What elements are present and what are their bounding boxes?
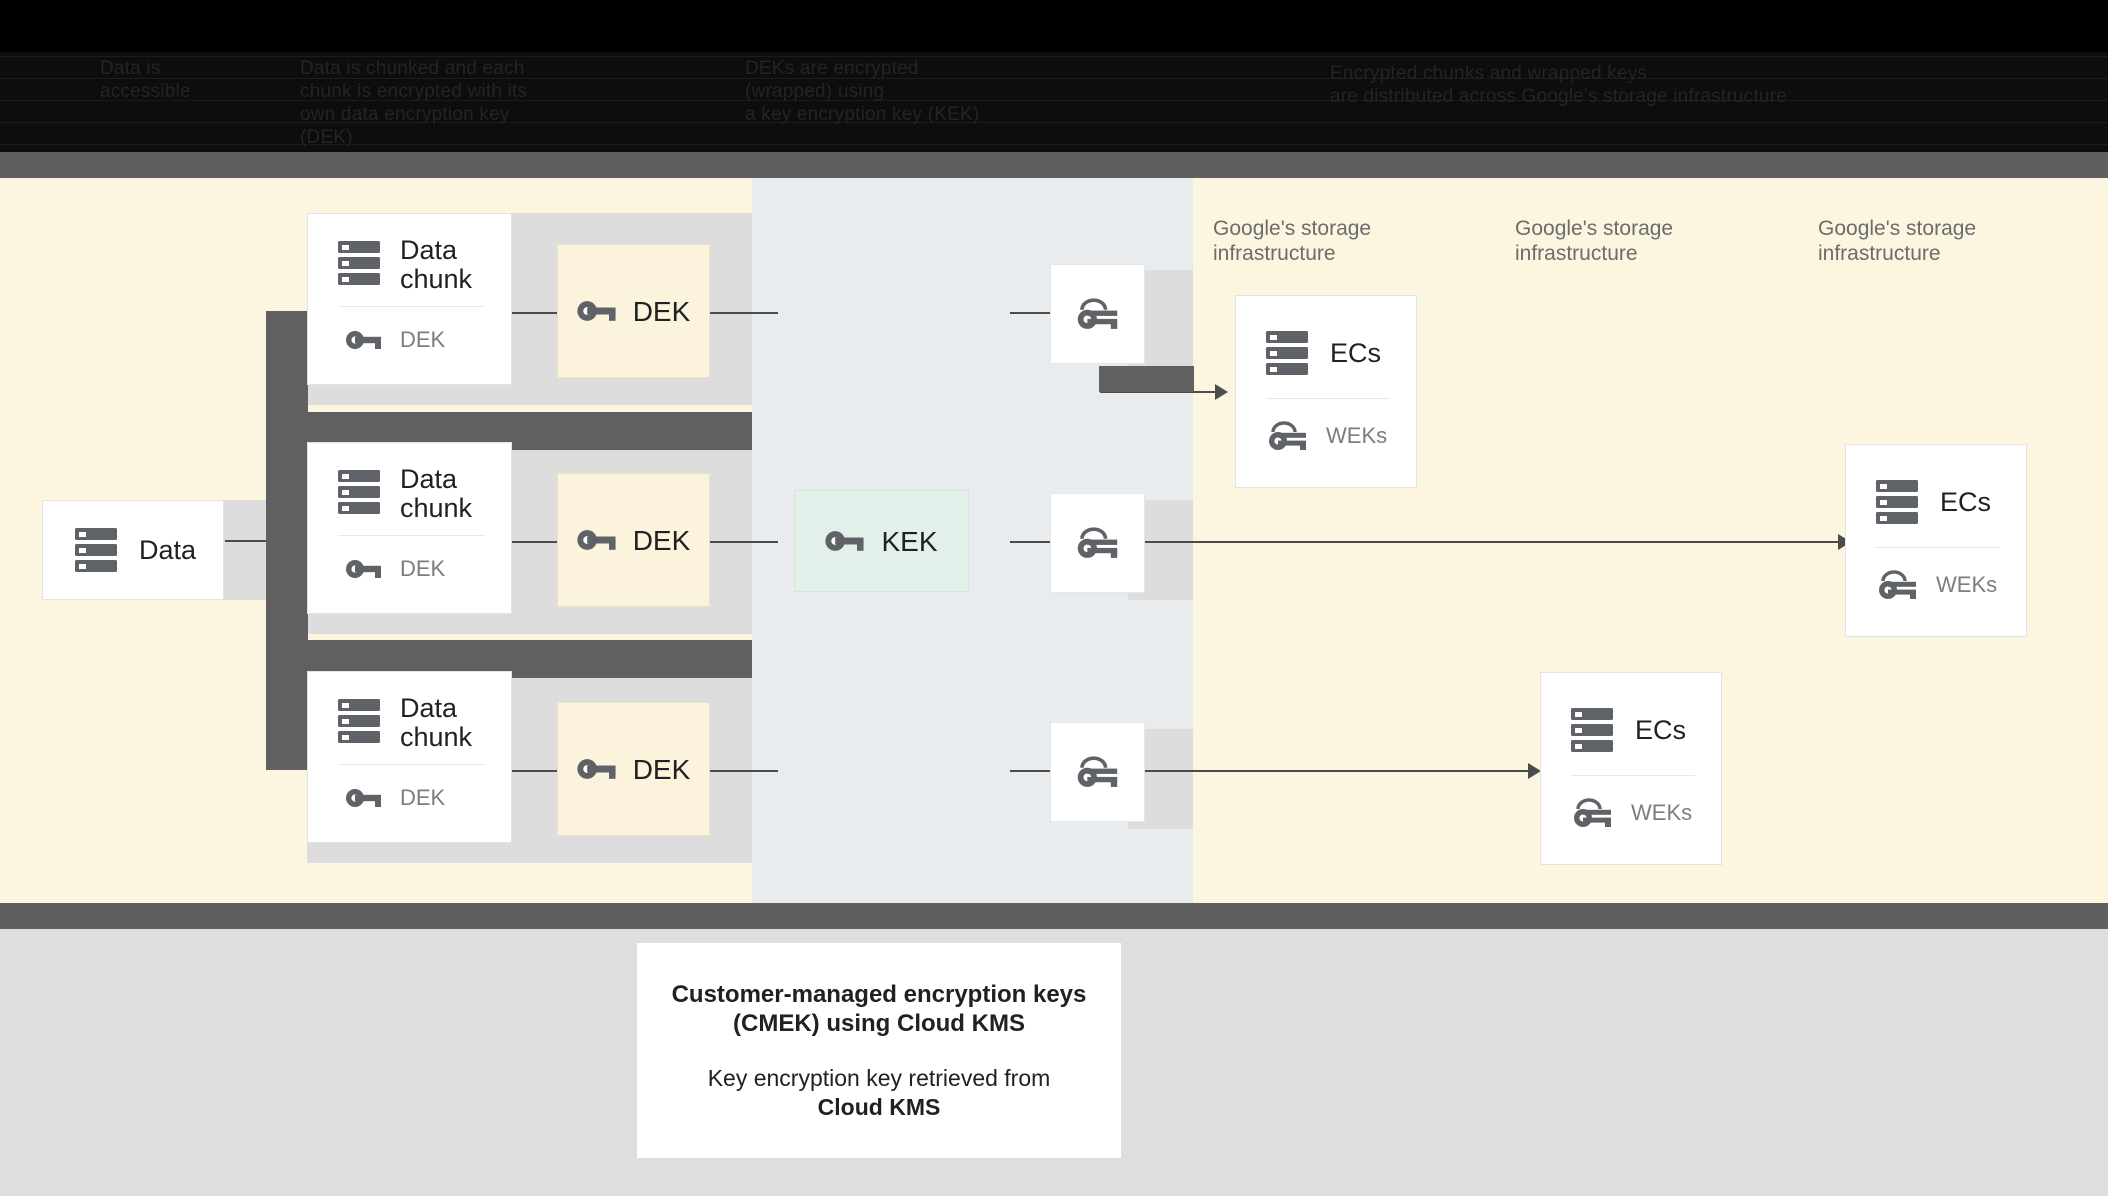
ecs-key-label: WEKs	[1936, 572, 1998, 597]
kek-box[interactable]: KEK	[794, 490, 969, 592]
wire-wek2-to-ecs3	[1128, 541, 1838, 543]
chunk-title: Data chunk	[400, 693, 473, 752]
arrow-ecs2	[1528, 763, 1541, 779]
footer-divider-bar	[0, 903, 2108, 929]
header-text-data-accessible: Data is accessible	[100, 58, 191, 102]
wrapped-key-icon	[1077, 298, 1117, 329]
chunk-key-label: DEK	[400, 785, 446, 810]
source-data-label: Data	[139, 534, 197, 565]
wire-kek-to-wek2	[1010, 541, 1058, 543]
storage-label-2: Google's storage infrastructure	[1515, 217, 1674, 265]
wrapped-key-card-3[interactable]	[1050, 722, 1145, 822]
caption-subtitle-line2: Cloud KMS	[817, 1093, 941, 1120]
key-icon	[577, 530, 616, 550]
header-divider-bar	[0, 152, 2108, 178]
storage-icon	[1266, 331, 1308, 375]
wrapped-key-card-1[interactable]	[1050, 264, 1145, 364]
key-icon	[346, 789, 381, 807]
storage-icon	[338, 699, 380, 743]
dek-box-3[interactable]: DEK	[557, 702, 710, 836]
wire-chunk2-to-dek2	[505, 541, 575, 543]
wire-wek3-to-ecs2	[1128, 770, 1528, 772]
storage-label-3: Google's storage infrastructure	[1818, 217, 1977, 265]
ecs-title: ECs	[1635, 714, 1687, 745]
header-text-kek-wrapping: DEKs are encrypted (wrapped) using a key…	[745, 58, 980, 125]
chunk-title: Data chunk	[400, 464, 473, 523]
header-text-distribution: Encrypted chunks and wrapped keys are di…	[1330, 63, 1787, 107]
chunk-title: Data chunk	[400, 235, 473, 294]
occlusion-vertical-bar	[266, 311, 308, 770]
wrapped-key-icon	[1574, 798, 1611, 827]
wire-wek1-to-ecs1	[1100, 391, 1215, 393]
header-text-chunking: Data is chunked and each chunk is encryp…	[300, 58, 528, 148]
kek-label: KEK	[881, 525, 938, 557]
storage-icon	[1571, 708, 1613, 752]
key-icon	[346, 331, 381, 349]
caption-card: Customer-managed encryption keys (CMEK) …	[637, 943, 1121, 1158]
wrapped-key-icon	[1879, 570, 1916, 599]
card-source-data[interactable]: Data	[42, 500, 224, 600]
key-icon	[346, 560, 381, 578]
card-data-chunk-2[interactable]: Data chunk DEK	[307, 442, 512, 614]
dek-label: DEK	[632, 295, 691, 327]
wire-to-wek3	[1010, 770, 1058, 772]
card-data-chunk-1[interactable]: Data chunk DEK	[307, 213, 512, 385]
card-ecs-3[interactable]: ECs WEKs	[1845, 444, 2027, 637]
storage-icon	[1876, 480, 1918, 524]
card-ecs-1[interactable]: ECs WEKs	[1235, 295, 1417, 488]
chunk-key-label: DEK	[400, 556, 446, 581]
caption-subtitle-line1: Key encryption key retrieved from	[707, 1064, 1051, 1091]
wrapped-key-icon	[1269, 421, 1306, 450]
ecs-key-label: WEKs	[1326, 423, 1388, 448]
card-data-chunk-3[interactable]: Data chunk DEK	[307, 671, 512, 843]
header-occluded-strip	[0, 52, 2108, 152]
key-icon	[577, 759, 616, 779]
ecs-title: ECs	[1330, 337, 1382, 368]
wrapped-key-card-2[interactable]	[1050, 493, 1145, 593]
wrapped-key-icon	[1077, 756, 1117, 787]
header-black-strip	[0, 0, 2108, 52]
storage-label-1: Google's storage infrastructure	[1213, 217, 1372, 265]
dek-box-1[interactable]: DEK	[557, 244, 710, 378]
wrapped-key-icon	[1077, 527, 1117, 558]
caption-subtitle: Key encryption key retrieved from Cloud …	[708, 1064, 1051, 1122]
ecs-key-label: WEKs	[1631, 800, 1693, 825]
wire-dek3-out	[710, 770, 778, 772]
card-ecs-2[interactable]: ECs WEKs	[1540, 672, 1722, 865]
storage-icon	[338, 241, 380, 285]
wire-chunk3-to-dek3	[505, 770, 575, 772]
key-icon	[825, 531, 865, 551]
wire-to-wek1	[1010, 312, 1058, 314]
dek-label: DEK	[632, 753, 691, 785]
storage-icon	[75, 528, 117, 572]
caption-title: Customer-managed encryption keys (CMEK) …	[671, 980, 1087, 1037]
dek-label: DEK	[632, 524, 691, 556]
occlusion-block-ecs1	[1099, 366, 1194, 392]
key-icon	[577, 301, 616, 321]
storage-icon	[338, 470, 380, 514]
chunk-key-label: DEK	[400, 327, 446, 352]
ecs-title: ECs	[1940, 486, 1992, 517]
wire-dek2-out	[710, 541, 778, 543]
wire-chunk1-to-dek1	[505, 312, 575, 314]
arrow-ecs1	[1215, 384, 1228, 400]
wire-dek1-out	[710, 312, 778, 314]
dek-box-2[interactable]: DEK	[557, 473, 710, 607]
